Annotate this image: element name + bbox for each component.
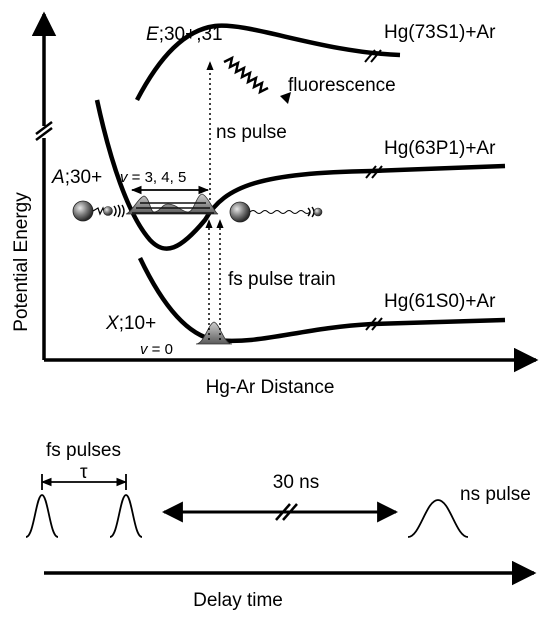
vib-wavepacket-a-state <box>125 193 219 215</box>
fs-pulse-1 <box>25 494 59 538</box>
asymptote-label-upper: Hg(73S1)+Ar <box>384 22 496 43</box>
atom-left-oscillating <box>72 200 125 222</box>
state-label-e: E;30+,31 <box>146 24 223 45</box>
asymptote-label-middle: Hg(63P1)+Ar <box>384 138 496 159</box>
ns-pulse-shape <box>407 499 469 538</box>
curve-e-state <box>135 23 401 102</box>
axes <box>31 11 539 373</box>
ns-pulse-label: ns pulse <box>216 122 287 143</box>
asymptote-break-marks <box>364 49 383 331</box>
delay-30ns-label: 30 ns <box>273 472 319 493</box>
delay-break-mark-2 <box>282 503 298 521</box>
curve-a-state <box>94 99 506 251</box>
delay-break-mark-1 <box>275 503 291 521</box>
y-axis-break-mark-2 <box>35 121 53 135</box>
atom-right-dissociating <box>229 201 323 223</box>
fluorescence-arrowhead <box>280 92 291 104</box>
fs-pulse-2 <box>109 494 143 538</box>
delay-time-label: Delay time <box>193 590 283 611</box>
fluorescence-label: fluorescence <box>288 75 396 96</box>
state-label-x: X;10+ <box>105 313 156 334</box>
ns-pulse-timeline-label: ns pulse <box>460 484 531 505</box>
fs-pulses-label: fs pulses <box>46 440 121 461</box>
asymptote-label-lower: Hg(61S0)+Ar <box>384 291 496 312</box>
vib-ground-label: v = 0 <box>140 341 173 358</box>
y-axis-break-mark-1 <box>35 127 53 141</box>
y-axis-label: Potential Energy <box>11 192 32 332</box>
fs-pulse-train-label: fs pulse train <box>228 269 336 290</box>
excitation-arrows <box>205 61 224 340</box>
vib-levels-label: v = 3, 4, 5 <box>120 169 186 186</box>
state-label-a: A;30+ <box>51 167 102 188</box>
fluorescence-squiggle <box>223 55 269 95</box>
ground-wavepacket <box>195 321 233 345</box>
tau-label: τ <box>80 462 88 483</box>
x-axis-label: Hg-Ar Distance <box>206 377 335 398</box>
